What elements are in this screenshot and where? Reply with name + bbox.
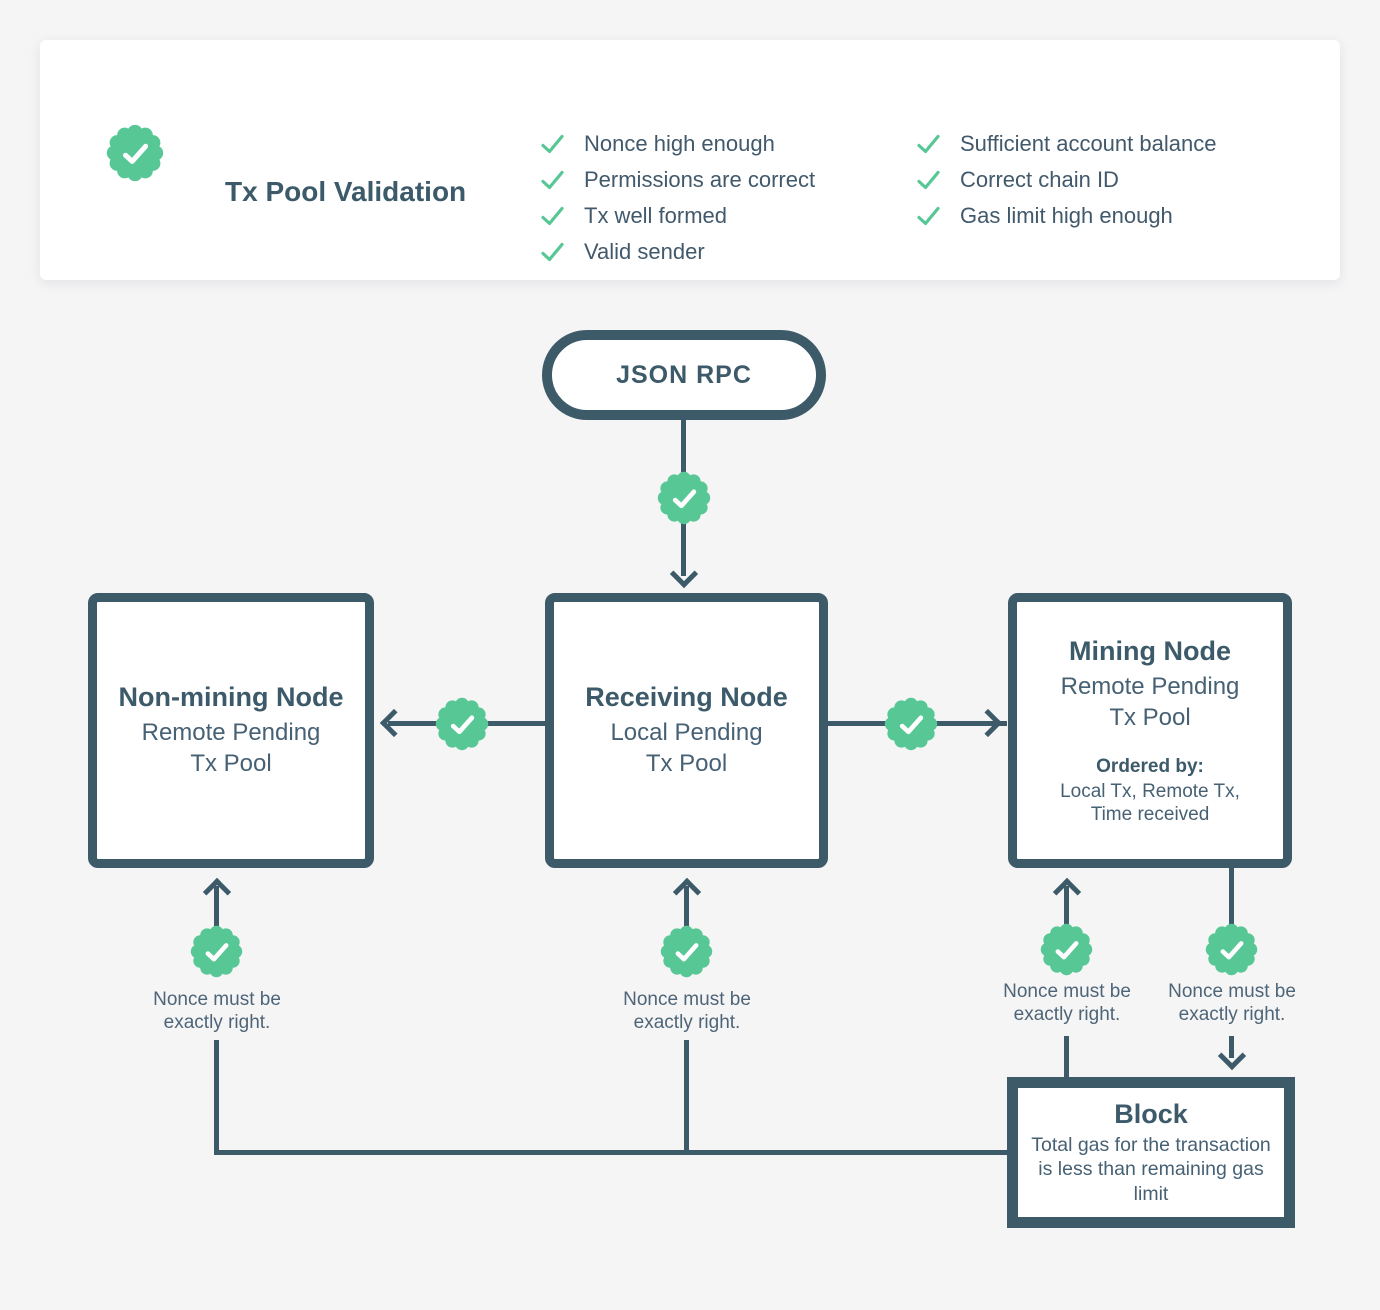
arrowhead-down-icon	[1217, 1041, 1247, 1071]
seal-check-icon	[1205, 923, 1258, 976]
seal-check-icon	[190, 925, 243, 978]
node-block: Block Total gas for the transaction is l…	[1007, 1077, 1295, 1228]
check-icon	[541, 242, 564, 261]
card-title: Tx Pool Validation	[225, 176, 467, 207]
nonce-note: Nonce must be exactly right.	[1168, 981, 1296, 1026]
seal-check-icon	[106, 124, 164, 182]
seal-check-icon	[1040, 923, 1093, 976]
checklist-item-label: Gas limit high enough	[960, 203, 1173, 228]
connector-mining-to-block	[1229, 1036, 1234, 1058]
nonce-note: Nonce must be exactly right.	[1003, 981, 1131, 1026]
checklist-item: Permissions are correct	[540, 162, 815, 198]
connector-nonmining-to-bus	[214, 1040, 219, 1154]
checklist-item-label: Sufficient account balance	[960, 131, 1217, 156]
arrowhead-down-icon	[669, 559, 699, 589]
connector-mining-down	[1229, 864, 1234, 931]
node-subtitle: Remote Pending Tx Pool	[1060, 673, 1240, 732]
checklist-item: Sufficient account balance	[916, 126, 1216, 162]
seal-check-icon	[435, 697, 489, 751]
checklist-item: Correct chain ID	[916, 162, 1216, 198]
checklist-item: Valid sender	[540, 234, 815, 270]
node-json-rpc: JSON RPC	[542, 330, 826, 420]
connector-bus-to-mining	[1064, 1036, 1069, 1081]
node-subtitle: Total gas for the transaction is less th…	[1031, 1134, 1271, 1205]
connector-up-nonmining	[214, 886, 219, 931]
check-icon	[917, 206, 940, 225]
nonce-note: Nonce must be exactly right.	[153, 989, 281, 1034]
arrowhead-up-icon	[1052, 877, 1082, 907]
node-title: Non-mining Node	[118, 682, 344, 713]
ordered-by-detail: Local Tx, Remote Tx, Time received	[1060, 780, 1240, 825]
check-icon	[541, 170, 564, 189]
checklist-item-label: Nonce high enough	[584, 131, 775, 156]
check-icon	[917, 170, 940, 189]
node-subtitle: Local Pending Tx Pool	[610, 719, 763, 778]
connector-receiving-to-bus	[684, 1040, 689, 1154]
check-icon	[541, 206, 564, 225]
node-title: Receiving Node	[585, 682, 788, 713]
arrowhead-up-icon	[672, 877, 702, 907]
checklist-left: Nonce high enough Permissions are correc…	[540, 126, 815, 270]
node-subtitle: Remote Pending Tx Pool	[141, 719, 321, 778]
nonce-note: Nonce must be exactly right.	[623, 989, 751, 1034]
arrowhead-left-icon	[379, 708, 409, 738]
checklist-item: Tx well formed	[540, 198, 815, 234]
checklist-item-label: Correct chain ID	[960, 167, 1119, 192]
seal-check-icon	[660, 925, 713, 978]
check-icon	[917, 134, 940, 153]
seal-check-icon	[884, 697, 938, 751]
arrowhead-up-icon	[202, 877, 232, 907]
validation-card: Tx Pool Validation Nonce high enough Per…	[40, 40, 1340, 280]
connector-bottom-bus	[214, 1150, 1008, 1155]
node-receiving: Receiving Node Local Pending Tx Pool	[545, 593, 828, 868]
node-non-mining: Non-mining Node Remote Pending Tx Pool	[88, 593, 374, 868]
checklist-item-label: Permissions are correct	[584, 167, 816, 192]
arrowhead-right-icon	[973, 708, 1003, 738]
checklist-item: Gas limit high enough	[916, 198, 1216, 234]
checklist-item-label: Tx well formed	[584, 203, 728, 228]
connector-up-mining	[1064, 886, 1069, 931]
node-mining: Mining Node Remote Pending Tx Pool Order…	[1008, 593, 1292, 868]
node-title: Mining Node	[1069, 635, 1231, 666]
node-title: Block	[1114, 1099, 1188, 1130]
checklist-item: Nonce high enough	[540, 126, 815, 162]
checklist-right: Sufficient account balance Correct chain…	[916, 126, 1216, 234]
node-title: JSON RPC	[616, 360, 752, 389]
checklist-item-label: Valid sender	[584, 239, 705, 264]
check-icon	[541, 134, 564, 153]
seal-check-icon	[657, 471, 711, 525]
connector-up-receiving	[684, 886, 689, 931]
ordered-by-label: Ordered by:	[1096, 755, 1204, 777]
